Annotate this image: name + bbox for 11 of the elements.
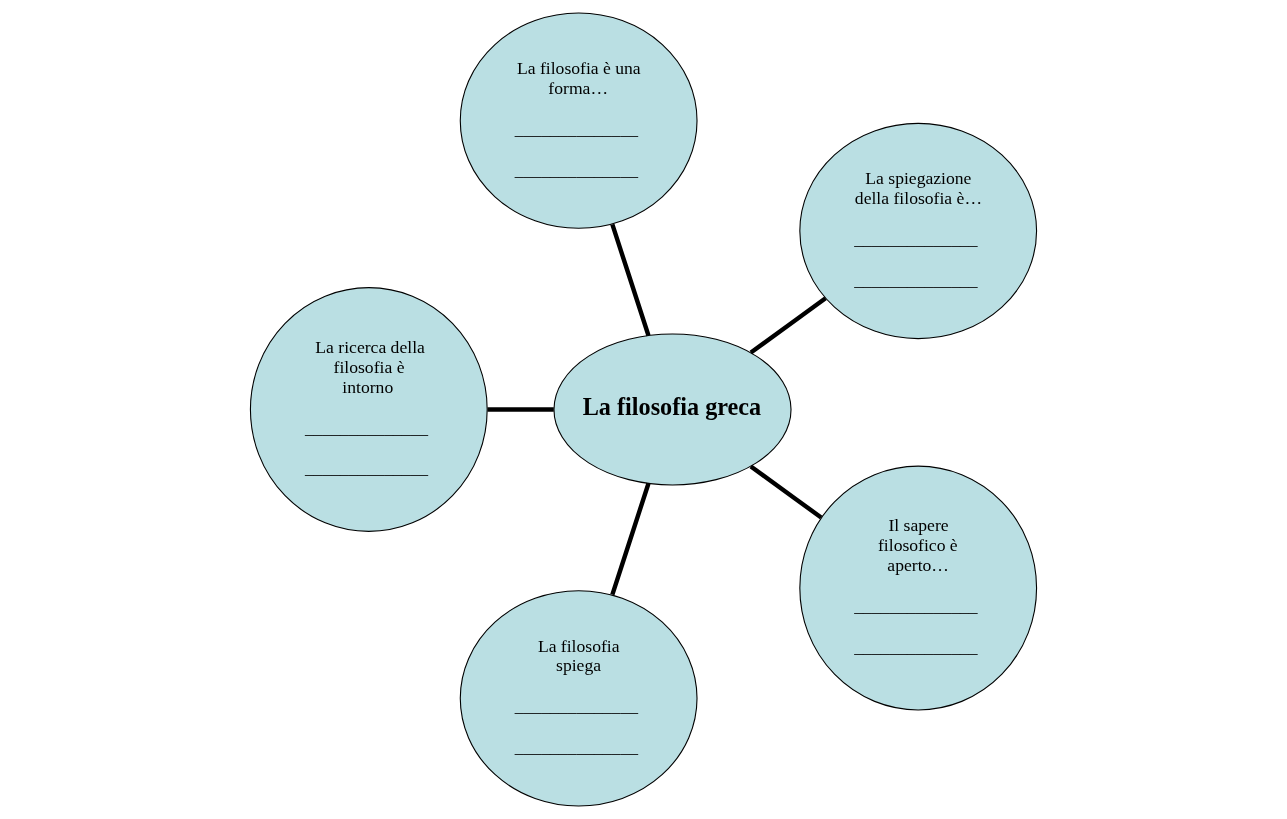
node-circle: Il sapere filosofico è aperto… ______________ ______________	[799, 465, 1038, 711]
node-ellipse: La filosofia greca	[553, 333, 792, 486]
node-circle: La spiegazione della filosofia è… ______________ ______________	[799, 122, 1038, 340]
node-circle: La ricerca della filosofia è intorno ______________ ______________	[249, 287, 488, 532]
connector	[610, 482, 651, 596]
connector	[487, 407, 554, 412]
connector	[610, 223, 651, 337]
node-circle: La filosofia è una forma… ______________ ______________	[459, 12, 698, 229]
connector	[749, 464, 823, 520]
node-circle: La filosofia spiega ______________ ______________	[459, 590, 698, 807]
connector	[749, 296, 827, 355]
